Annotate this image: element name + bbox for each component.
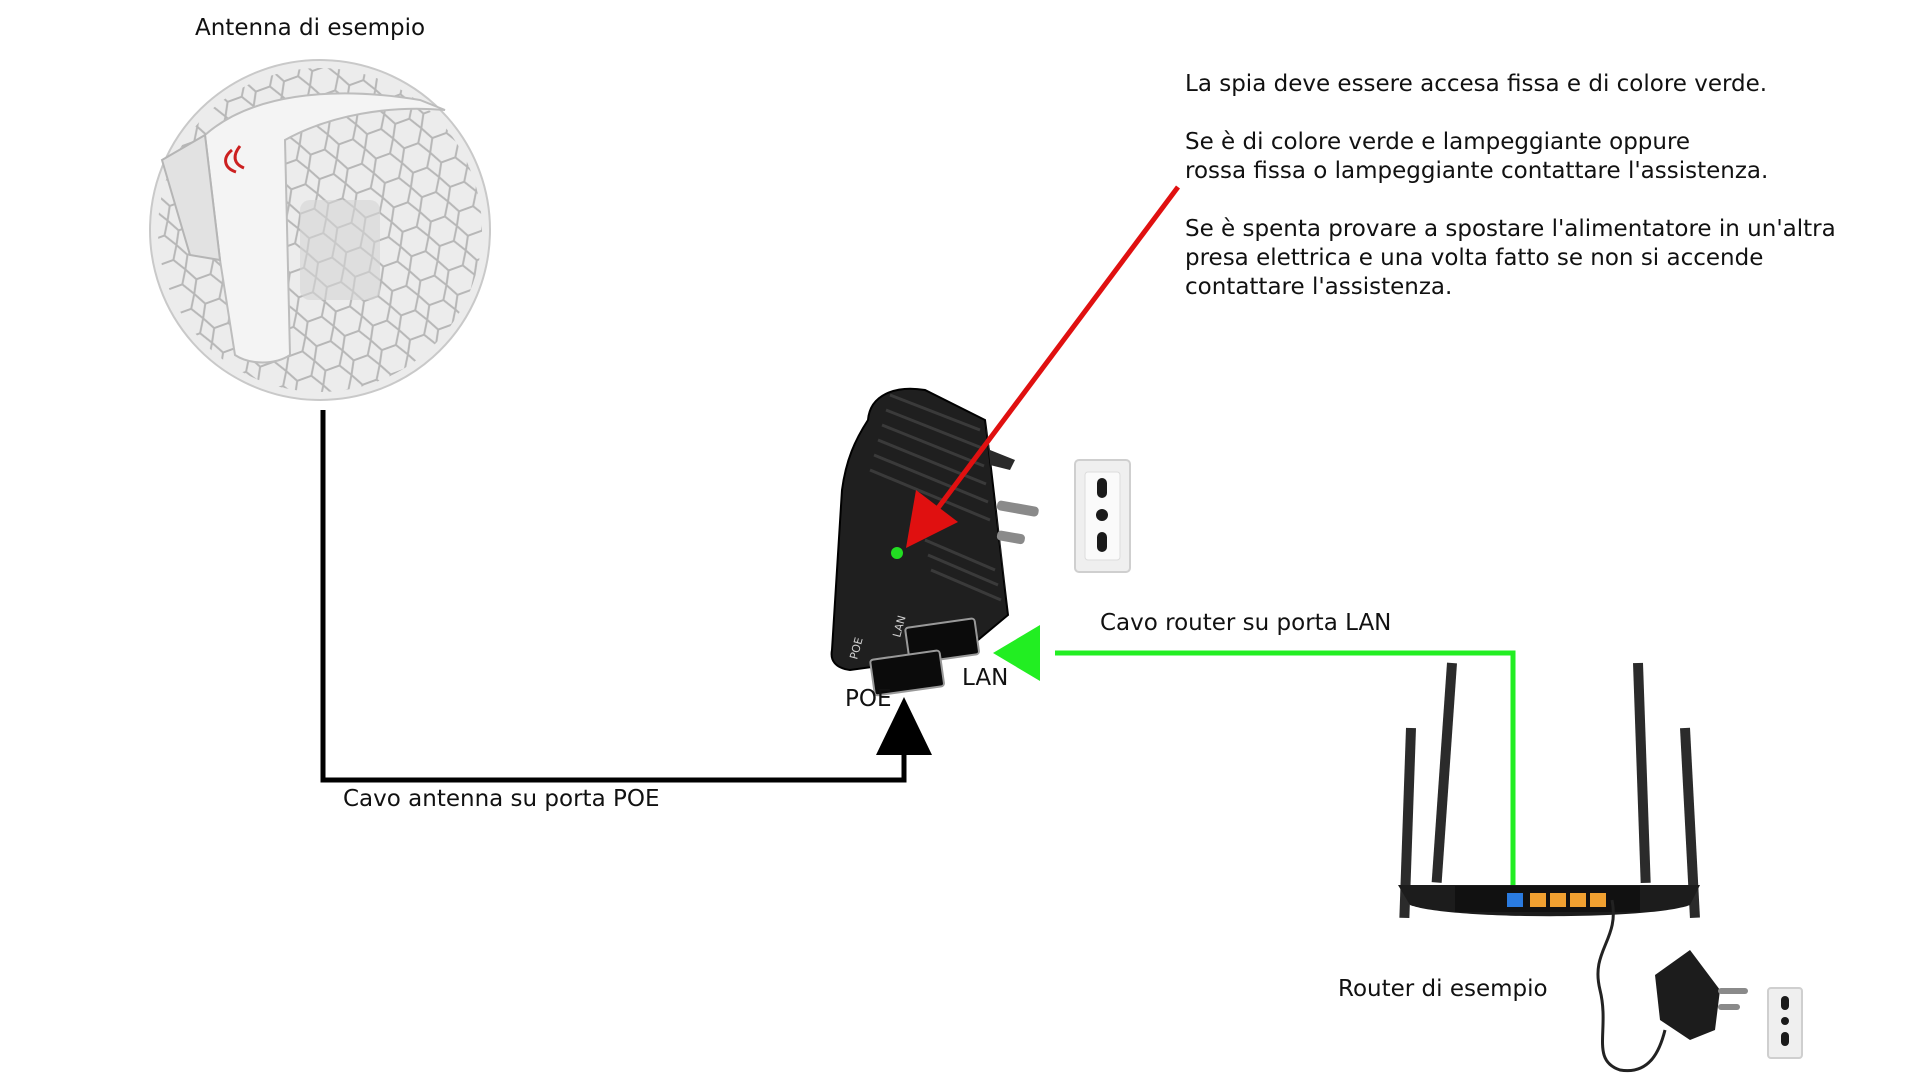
- wall-socket-small-image: [1767, 987, 1803, 1059]
- antenna-label: Antenna di esempio: [195, 15, 426, 41]
- router-cable-label: Cavo router su porta LAN: [1100, 610, 1392, 636]
- poe-port: [869, 649, 945, 697]
- lan-port-arrowhead: [993, 625, 1040, 681]
- antenna-image: [149, 59, 491, 401]
- led-instruction-off: Se è spenta provare a spostare l'aliment…: [1185, 215, 1836, 302]
- poe-port-print: POE: [847, 636, 865, 661]
- note-line: contattare l'assistenza.: [1185, 274, 1453, 300]
- router-cable: [993, 625, 1516, 887]
- lan-port-print: LAN: [890, 614, 908, 639]
- note-line: Se è di colore verde e lampeggiante oppu…: [1185, 129, 1691, 155]
- poe-port-arrowhead: [876, 697, 932, 755]
- note-line: La spia deve essere accesa fissa e di co…: [1185, 71, 1768, 97]
- antenna-cable: [320, 410, 932, 783]
- poe-port-label: POE: [845, 686, 892, 712]
- router-label: Router di esempio: [1338, 976, 1548, 1002]
- router-wan-port: [1507, 893, 1523, 907]
- antenna-cable-label: Cavo antenna su porta POE: [343, 786, 660, 812]
- wall-socket-image: [1074, 459, 1131, 573]
- lan-port-label: LAN: [962, 665, 1009, 691]
- led-instructions: La spia deve essere accesa fissa e di co…: [1185, 70, 1836, 331]
- led-pointer-arrow: [906, 185, 1181, 548]
- led-instruction-blinking: Se è di colore verde e lampeggiante oppu…: [1185, 128, 1836, 186]
- note-line: Se è spenta provare a spostare l'aliment…: [1185, 216, 1836, 242]
- router-image: [1398, 662, 1748, 1073]
- note-line: rossa fissa o lampeggiante contattare l'…: [1185, 158, 1769, 184]
- note-line: presa elettrica e una volta fatto se non…: [1185, 245, 1764, 271]
- led-instruction-ok: La spia deve essere accesa fissa e di co…: [1185, 70, 1836, 99]
- status-led: [891, 547, 903, 559]
